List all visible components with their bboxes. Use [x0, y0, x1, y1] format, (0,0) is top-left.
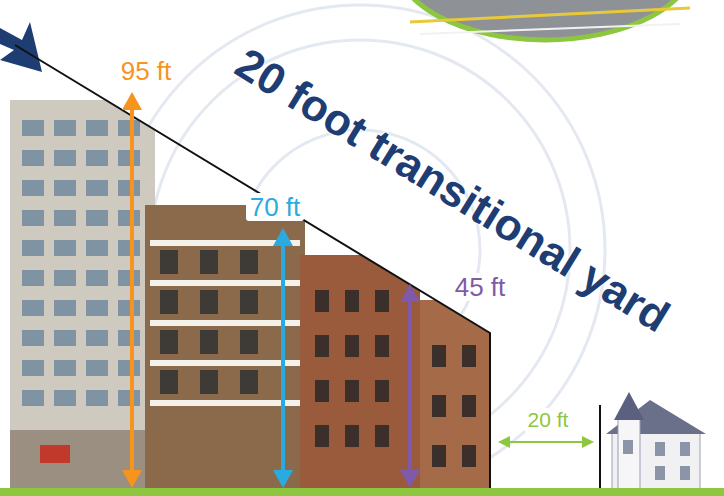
- height-limit-line: [15, 45, 490, 490]
- ground-line: [0, 488, 724, 496]
- height-dimension: 45 ft: [451, 273, 510, 302]
- height-arrow: [122, 92, 142, 488]
- yard-arrow: [498, 436, 594, 448]
- road-inset: [395, 0, 695, 40]
- height-arrow: [273, 228, 293, 488]
- yard-dimension: 20 ft: [524, 408, 573, 431]
- pointer-arrow: [0, 22, 42, 72]
- height-arrow: [400, 284, 420, 488]
- lot-line: [599, 405, 601, 490]
- height-dimension: 95 ft: [117, 57, 176, 86]
- height-dimension: 70 ft: [246, 193, 305, 222]
- house: [606, 392, 706, 490]
